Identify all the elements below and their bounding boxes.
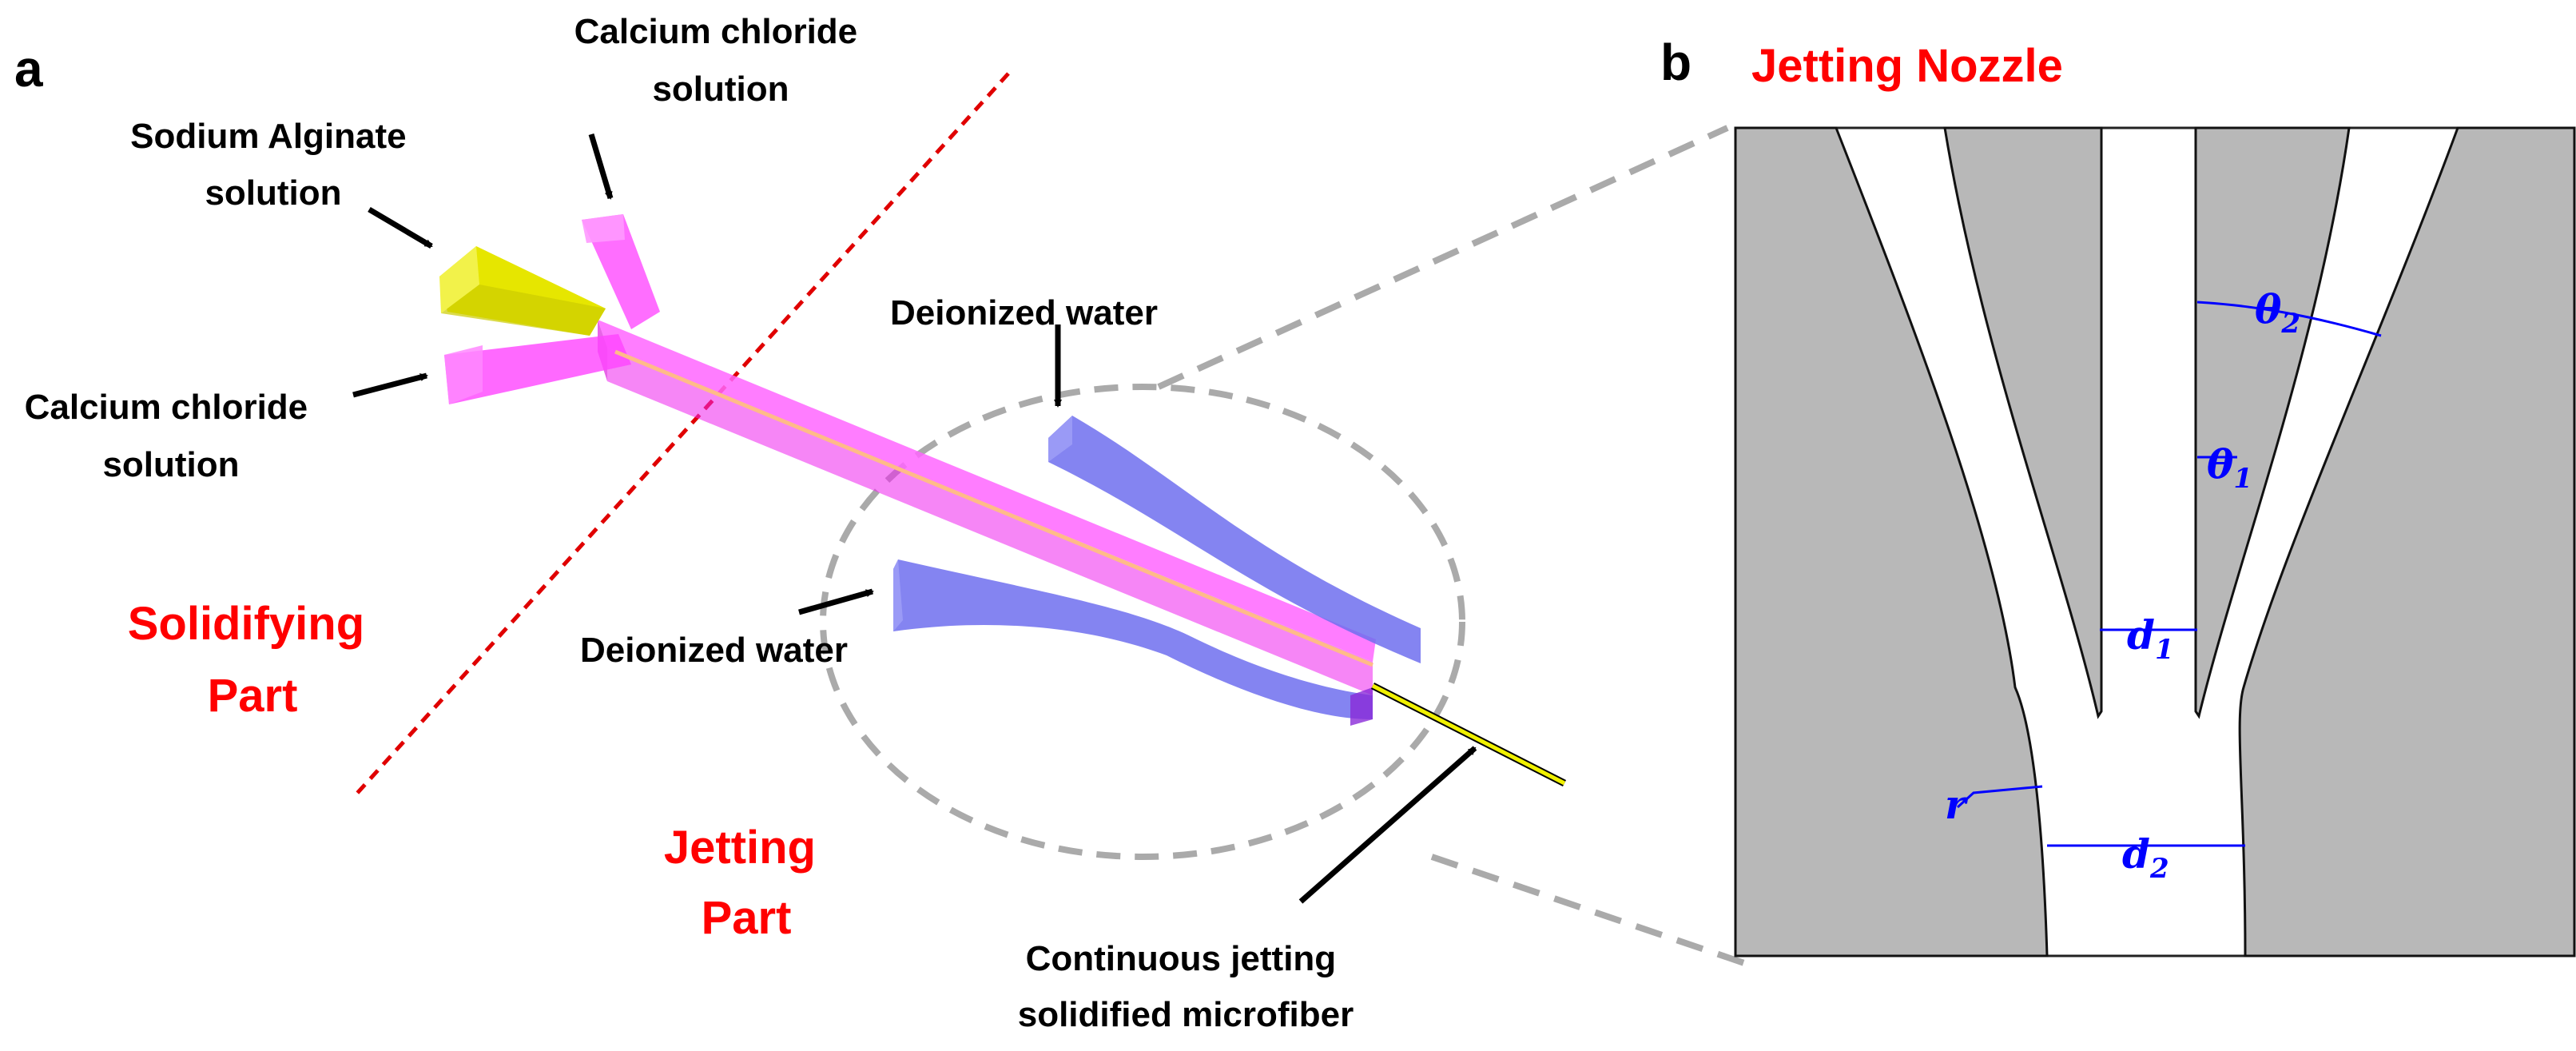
magnify-ellipse (820, 384, 1465, 860)
label-solidifying-part: Solidifying Part (128, 598, 378, 722)
yellow-alginate-inlet (439, 246, 606, 336)
zoom-connector-top (1157, 125, 1729, 390)
r-leader (1956, 785, 2043, 809)
magenta-upper-inlet (582, 214, 660, 329)
blue-upper-channel (1048, 416, 1421, 663)
arrow-deionized-bottom (798, 588, 874, 615)
solidifying-divider-line (352, 72, 1010, 799)
arrow-sodium-alginate (368, 206, 433, 249)
arrow-calcium-top (588, 133, 614, 200)
dimension-lines (1956, 301, 2382, 847)
label-d1: d1 (2127, 611, 2174, 666)
label-sodium-alginate: Sodium Alginate solution (130, 117, 416, 213)
panel-a-letter: a (14, 40, 43, 98)
jetted-microfiber (1371, 683, 1566, 786)
panel-b-letter: b (1660, 34, 1691, 91)
fiber-in-channel (614, 349, 1373, 667)
panel-b: b Jetting Nozzle θ2 θ1 d1 d2 r (1660, 34, 2576, 957)
label-microfiber: Continuous jetting solidified microfiber (1018, 939, 1354, 1034)
label-deionized-top: Deionized water (890, 293, 1158, 332)
panel-b-title: Jetting Nozzle (1751, 40, 2063, 92)
magenta-lower-inlet (444, 334, 631, 404)
label-calcium-left: Calcium chloride solution (25, 388, 318, 484)
arrow-microfiber (1298, 746, 1477, 904)
panel-a: a (14, 12, 1567, 1034)
label-d2: d2 (2122, 830, 2169, 885)
label-theta1: θ1 (2207, 440, 2252, 495)
label-calcium-top: Calcium chloride solution (574, 12, 868, 109)
blue-lower-channel (893, 559, 1373, 726)
annotation-arrows (352, 133, 1477, 904)
arrow-calcium-left (352, 372, 428, 398)
label-jetting-part: Jetting Part (664, 822, 829, 944)
label-r: r (1945, 781, 1969, 828)
zoom-connector-bottom (1430, 854, 1748, 967)
nozzle-cross-section (1734, 126, 2576, 957)
label-theta2: θ2 (2255, 285, 2300, 340)
theta2-arc (2196, 301, 2382, 337)
label-deionized-bottom: Deionized water (580, 631, 848, 670)
